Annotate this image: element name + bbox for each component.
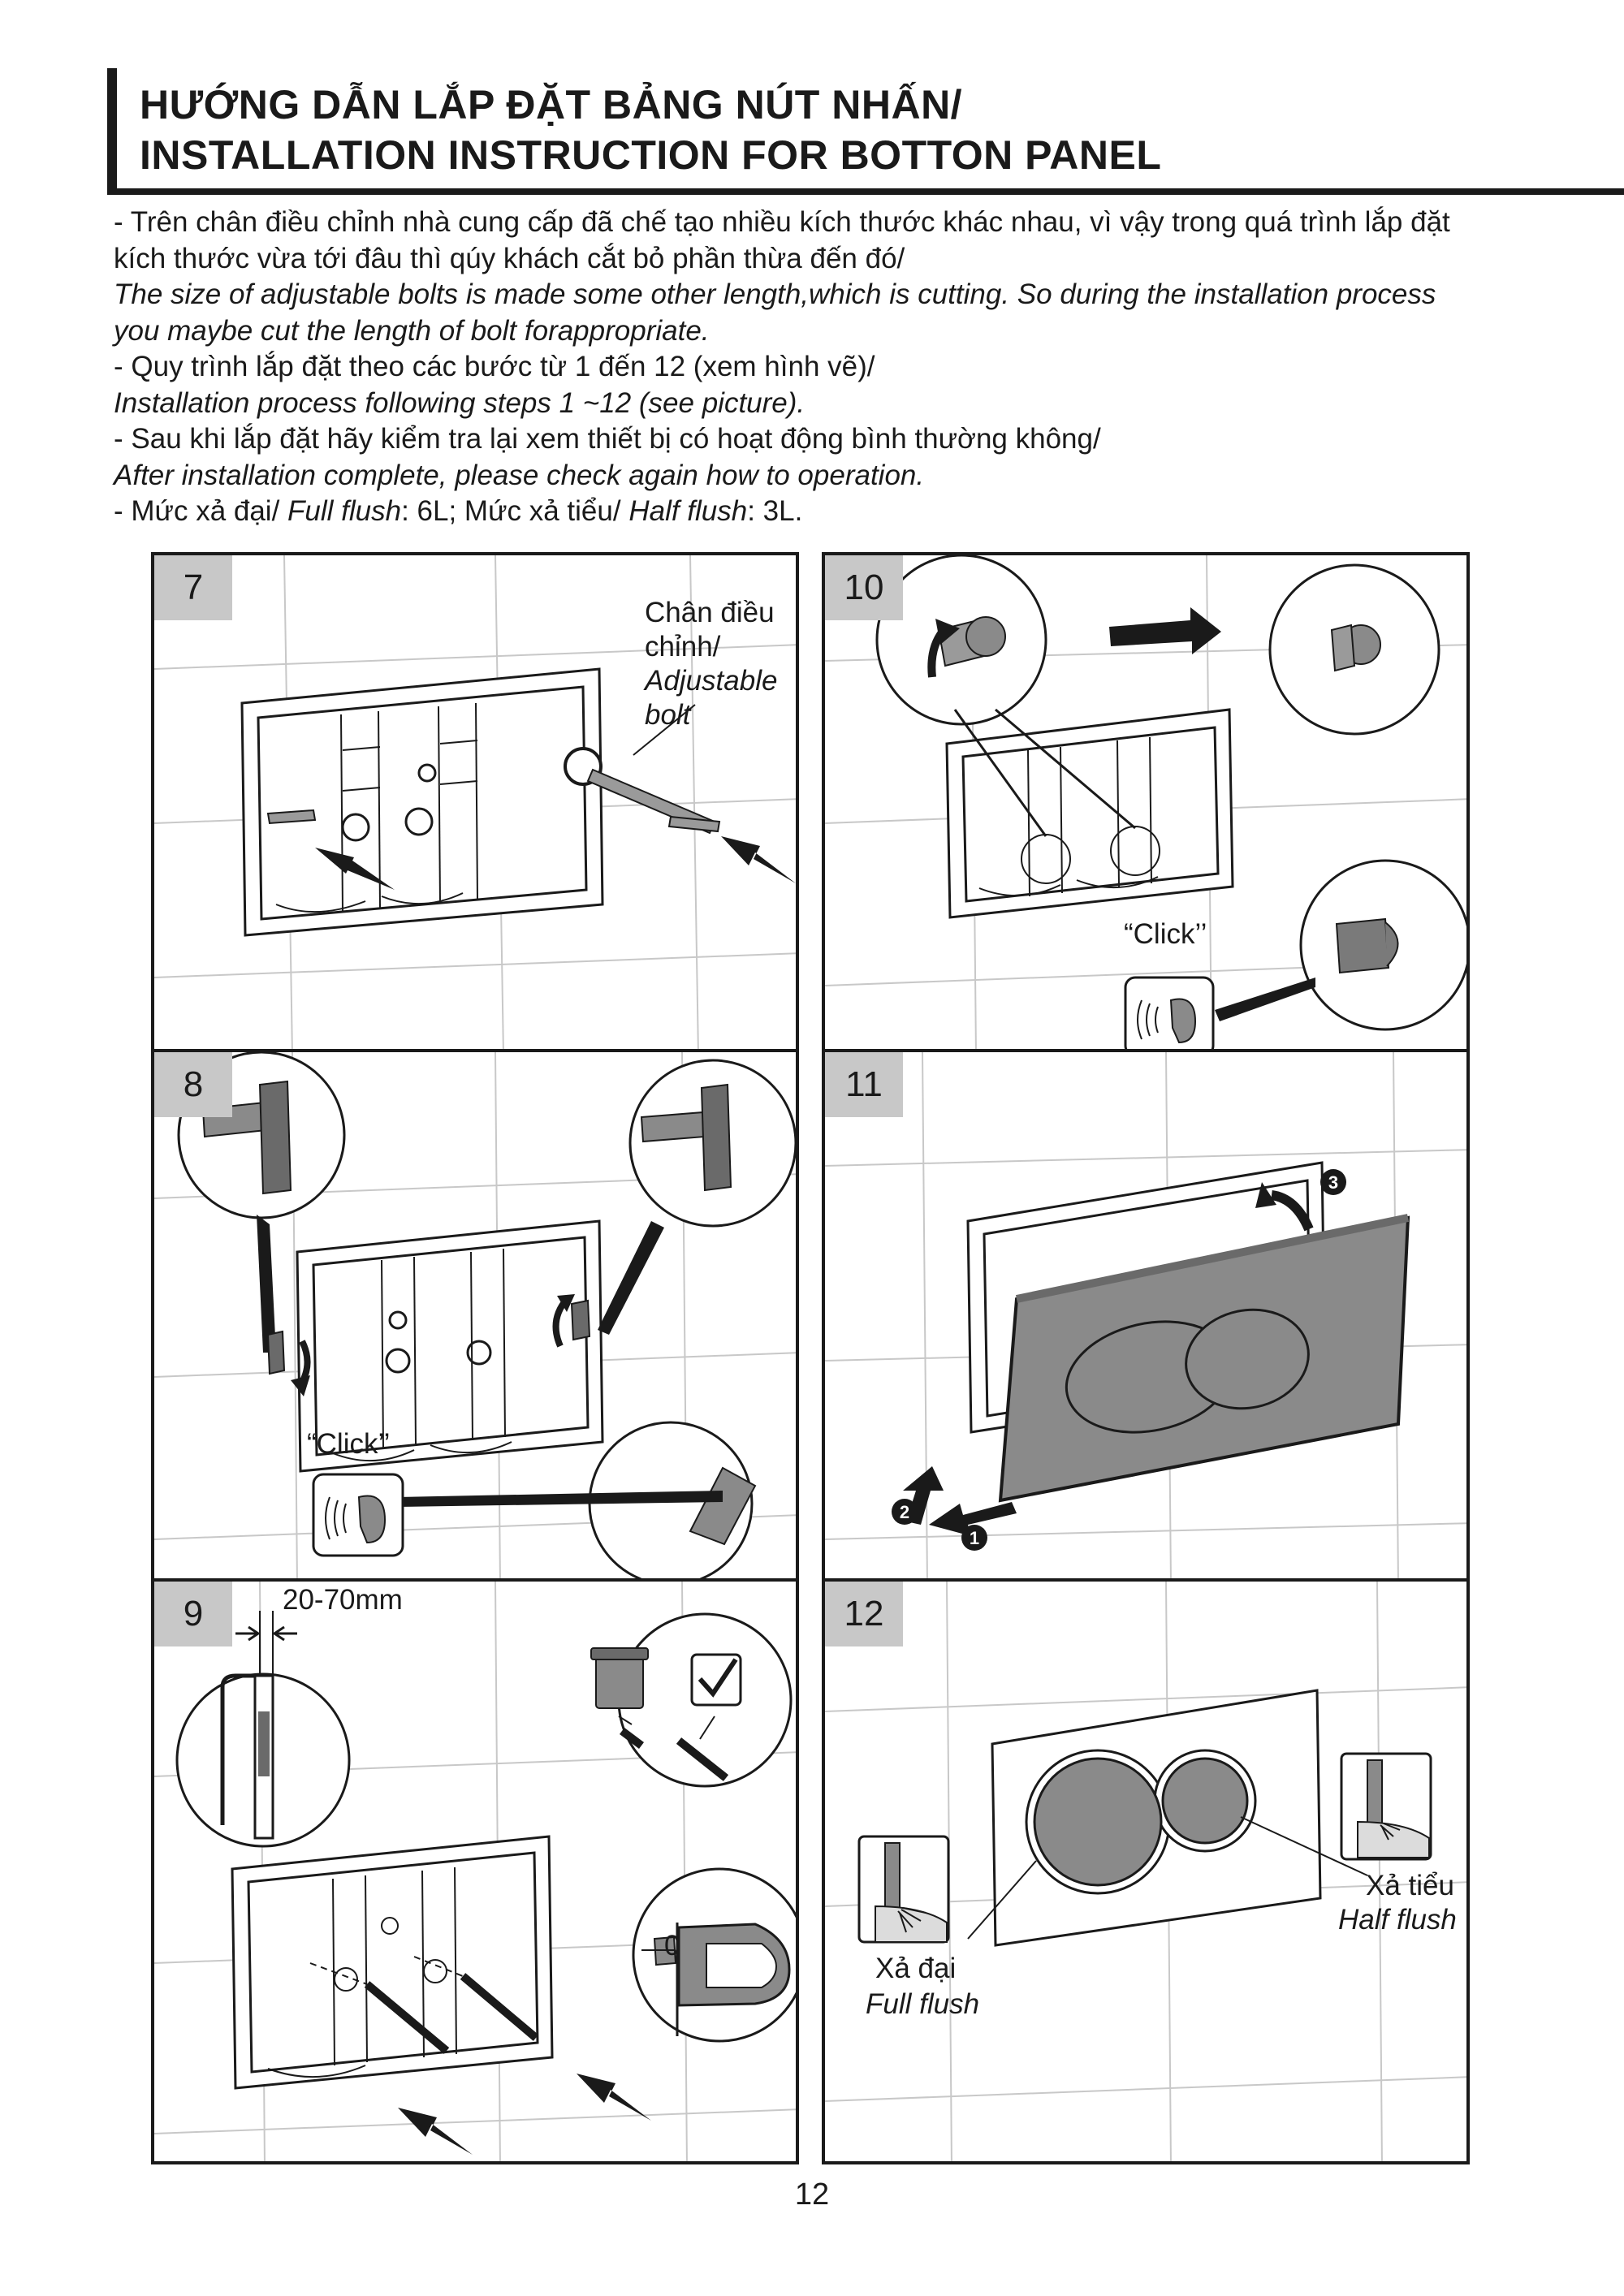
bolt-label-en-1: Adjustable xyxy=(645,665,778,697)
bolt-label-en-2: bolt xyxy=(645,699,691,731)
step-8-illustration xyxy=(154,1052,796,1578)
document-header: HƯỚNG DẪN LẮP ĐẶT BẢNG NÚT NHẤN/ INSTALL… xyxy=(107,68,1624,195)
click-label: “Click’’ xyxy=(1124,918,1207,950)
page-number: 12 xyxy=(794,2177,830,2212)
zero-gap-label: 0 xyxy=(664,1930,680,1962)
instruction-text: - Trên chân điều chỉnh nhà cung cấp đã c… xyxy=(114,205,1559,530)
badge-3: 3 xyxy=(1328,1172,1338,1193)
half-flush-label: Half flush xyxy=(628,495,748,527)
step-7-illustration xyxy=(154,555,796,1049)
step-number: 11 xyxy=(825,1052,903,1117)
instruction-line: The size of adjustable bolts is made som… xyxy=(114,278,1436,310)
step-11-panel: 1 2 3 11 xyxy=(822,1049,1470,1582)
full-flush-en: Full flush xyxy=(866,1988,980,2020)
instruction-line: you maybe cut the length of bolt forappr… xyxy=(114,314,710,347)
click-label: “Click’’ xyxy=(307,1428,391,1460)
step-11-illustration: 1 2 3 xyxy=(825,1052,1466,1578)
instruction-line: - Trên chân điều chỉnh nhà cung cấp đã c… xyxy=(114,206,1450,238)
instruction-line: After installation complete, please chec… xyxy=(114,459,925,491)
step-number: 9 xyxy=(154,1582,232,1646)
step-9-illustration xyxy=(154,1582,796,2161)
instruction-line: kích thước vừa tới đâu thì qúy khách cắt… xyxy=(114,242,905,274)
instruction-line: - Quy trình lắp đặt theo các bước từ 1 đ… xyxy=(114,351,875,382)
flush-prefix: - Mức xả đại/ xyxy=(114,495,288,527)
instruction-line: Installation process following steps 1 ~… xyxy=(114,386,806,419)
instruction-line: - Sau khi lắp đặt hãy kiểm tra lại xem t… xyxy=(114,423,1101,455)
step-10-panel: 10 “Click’’ xyxy=(822,552,1470,1052)
dimension-label: 20-70mm xyxy=(283,1584,403,1616)
step-number: 12 xyxy=(825,1582,903,1646)
step-7-panel: 7 Chân điều chỉnh/ Adjustable bolt xyxy=(151,552,799,1052)
step-9-panel: 9 20-70mm 0 xyxy=(151,1578,799,2164)
badge-1: 1 xyxy=(970,1528,979,1548)
full-flush-vi: Xả đại xyxy=(875,1953,957,1984)
bolt-label-vi-1: Chân điều xyxy=(645,597,775,628)
step-12-illustration xyxy=(825,1582,1466,2161)
title-vietnamese: HƯỚNG DẪN LẮP ĐẶT BẢNG NÚT NHẤN/ xyxy=(140,82,963,127)
step-number: 7 xyxy=(154,555,232,620)
half-flush-en: Half flush xyxy=(1338,1904,1457,1936)
step-number: 10 xyxy=(825,555,903,620)
title-english: INSTALLATION INSTRUCTION FOR BOTTON PANE… xyxy=(140,132,1162,178)
step-10-illustration xyxy=(825,555,1466,1049)
bolt-label-vi-2: chỉnh/ xyxy=(645,631,721,662)
half-flush-value: : 3L. xyxy=(747,495,803,527)
full-flush-label: Full flush xyxy=(287,495,402,527)
flush-volume-line: - Mức xả đại/ Full flush: 6L; Mức xả tiể… xyxy=(114,494,1559,530)
badge-2: 2 xyxy=(900,1502,909,1522)
step-8-panel: 8 “Click’’ xyxy=(151,1049,799,1582)
full-flush-value: : 6L; Mức xả tiểu/ xyxy=(401,495,629,527)
step-12-panel: 12 Xả tiểu Half flush Xả đại Full flush xyxy=(822,1578,1470,2164)
step-number: 8 xyxy=(154,1052,232,1117)
half-flush-vi: Xả tiểu xyxy=(1366,1870,1454,1901)
